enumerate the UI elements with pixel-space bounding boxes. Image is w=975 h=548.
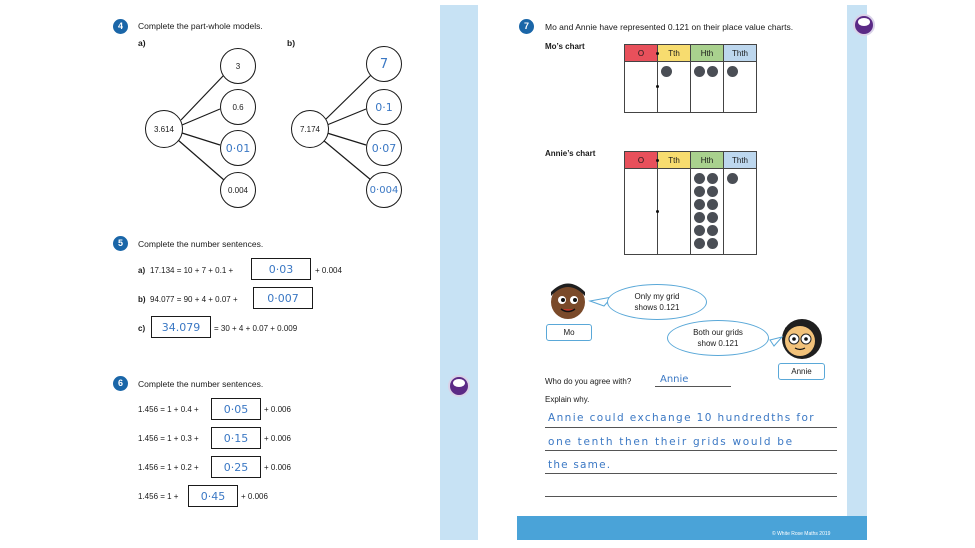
annie_chart-counter [707,212,718,223]
agree-answer[interactable]: Annie [660,374,689,385]
annie-name-tag: Annie [778,363,825,380]
explain-rule-2 [545,450,837,451]
q4b-label: b) [287,38,296,48]
mascot-icon-top [853,14,875,36]
annie-chart-title: Annie’s chart [545,149,596,158]
q6-row-4-left: 1.456 = 1 + [138,492,179,501]
mo-speech-line-2: shows 0.121 [634,303,680,312]
q6-row-4-right: + 0.006 [241,492,268,501]
gutter-band [440,5,478,540]
q4b-whole-circle: 7.174 [291,110,329,148]
mo_chart-decimal-point [656,52,659,55]
question-6-prompt: Complete the number sentences. [138,379,264,389]
q4a-part-3-answer[interactable]: 0·01 [220,130,256,166]
q6-row-2-answer-box[interactable]: 0·15 [211,427,261,449]
annie-speech-line-2: show 0.121 [697,339,739,348]
q4a-whole-circle: 3.614 [145,110,183,148]
mo_chart-counter [661,66,672,77]
question-6-number: 6 [113,376,128,391]
q6-row-3-left: 1.456 = 1 + 0.2 + [138,463,199,472]
agree-prompt: Who do you agree with? [545,377,632,386]
annie_chart-decimal-point [656,209,659,213]
q4a-part-4: 0.004 [220,172,256,208]
q6-row-4-answer-box[interactable]: 0·45 [188,485,238,507]
q4a-part-1: 3 [220,48,256,84]
right-edge-band [847,5,867,540]
footer-bar [517,516,867,540]
annie_chart-counter [707,225,718,236]
explain-line-1-text[interactable]: Annie could exchange 10 hundredths for [548,412,816,424]
annie_chart-counter [694,225,705,236]
annie_chart-decimal-point [656,159,659,162]
q4b-part-2-answer[interactable]: 0·1 [366,89,402,125]
question-4-number: 4 [113,19,128,34]
footer-copyright: © White Rose Maths 2019 [772,531,831,537]
q5c-label: c) [138,324,146,333]
mo-name-tag: Mo [546,324,592,341]
explain-rule-3 [545,473,837,474]
q5a-label: a) [138,266,146,275]
annie-speech-bubble: Both our grids show 0.121 [667,320,769,356]
q4b-part-4-answer[interactable]: 0·004 [366,172,402,208]
q6-row-1-answer-box[interactable]: 0·05 [211,398,261,420]
explain-rule-4 [545,496,837,497]
q6-row-2-left: 1.456 = 1 + 0.3 + [138,434,199,443]
mo-speech-bubble: Only my grid shows 0.121 [607,284,707,320]
annie_chart-counter [707,199,718,210]
question-4-prompt: Complete the part-whole models. [138,21,263,31]
annie_chart-counter [694,212,705,223]
annie_chart-counter [707,173,718,184]
agree-answer-line [655,386,731,387]
explain-rule-1 [545,427,837,428]
q6-row-3-answer-box[interactable]: 0·25 [211,456,261,478]
q5b-left: 94.077 = 90 + 4 + 0.07 + [150,295,238,304]
q5b-answer-box[interactable]: 0·007 [253,287,313,309]
question-5-prompt: Complete the number sentences. [138,239,264,249]
annie_chart-counter [694,173,705,184]
mo_chart-counter [707,66,718,77]
mo-speech-line-1: Only my grid [634,292,680,301]
question-7-prompt: Mo and Annie have represented 0.121 on t… [545,22,794,32]
annie-speech-line-1: Both our grids [693,328,743,337]
q5a-right: + 0.004 [315,266,342,275]
annie_chart-counter [707,186,718,197]
mo_chart-decimal-point [656,85,659,88]
q6-row-1-left: 1.456 = 1 + 0.4 + [138,405,199,414]
annie_chart-counter [694,199,705,210]
mascot-icon [448,375,470,397]
annie_chart-counter [694,238,705,249]
q6-row-3-right: + 0.006 [264,463,291,472]
q6-row-1-right: + 0.006 [264,405,291,414]
q4a-part-2: 0.6 [220,89,256,125]
q5a-answer-box[interactable]: 0·03 [251,258,311,280]
question-7-number: 7 [519,19,534,34]
mo-chart-title: Mo’s chart [545,42,585,51]
annie_chart-counter [727,173,738,184]
explain-prompt: Explain why. [545,395,590,404]
mo_chart-counter [694,66,705,77]
q4b-part-3-answer[interactable]: 0·07 [366,130,402,166]
question-5-number: 5 [113,236,128,251]
q5c-answer-box[interactable]: 34.079 [151,316,211,338]
q5a-left: 17.134 = 10 + 7 + 0.1 + [150,266,234,275]
explain-line-2-text[interactable]: one tenth then their grids would be [548,436,794,448]
q5b-label: b) [138,295,146,304]
explain-line-3-text[interactable]: the same. [548,459,612,471]
q6-row-2-right: + 0.006 [264,434,291,443]
mo_chart-counter [727,66,738,77]
annie_chart-counter [694,186,705,197]
q4b-part-1-answer[interactable]: 7 [366,46,402,82]
q5c-right: = 30 + 4 + 0.07 + 0.009 [214,324,298,333]
annie_chart-counter [707,238,718,249]
q4a-label: a) [138,38,146,48]
